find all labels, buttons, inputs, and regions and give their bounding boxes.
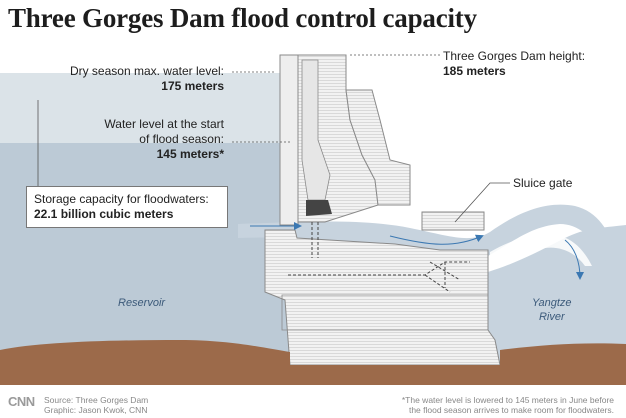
- river-label-1: Yangtze: [532, 297, 572, 309]
- reservoir-label: Reservoir: [118, 297, 166, 309]
- dam-lower-body: [264, 229, 501, 366]
- dam-upper-block: [345, 89, 411, 206]
- source-text: Source: Three Gorges Dam: [44, 395, 149, 405]
- spillway-flow: [238, 204, 618, 263]
- footnote-line-1: *The water level is lowered to 145 meter…: [401, 395, 614, 405]
- reservoir-water: [0, 143, 300, 365]
- dry-season-value: 175 meters: [161, 79, 224, 93]
- sluice-gate-label: Sluice gate: [513, 176, 573, 190]
- storage-value: 22.1 billion cubic meters: [34, 207, 174, 221]
- dam-height-label: Three Gorges Dam height: 185 meters: [443, 49, 585, 79]
- dam-inner-shaft: [301, 59, 331, 201]
- graphic-credit: Graphic: Jason Kwok, CNN: [44, 405, 148, 415]
- flood-start-text-1: Water level at the start: [104, 117, 224, 131]
- footnote-line-2: the flood season arrives to make room fo…: [408, 405, 614, 415]
- dam-height-text: Three Gorges Dam height:: [443, 49, 586, 63]
- footnote: *The water level is lowered to 145 meter…: [402, 395, 614, 415]
- internal-conduits: [288, 222, 470, 293]
- flow-arrows: [250, 222, 584, 280]
- dam-height-value: 185 meters: [443, 64, 506, 78]
- river-label-2: River: [538, 311, 565, 323]
- footer-credits: Source: Three Gorges Dam Graphic: Jason …: [44, 395, 148, 415]
- ground: [0, 340, 626, 385]
- reservoir-upper-water: [0, 73, 300, 143]
- sluice-gate-block: [421, 211, 485, 231]
- dry-season-label: Dry season max. water level: 175 meters: [70, 64, 224, 94]
- flood-start-label: Water level at the start of flood season…: [104, 117, 224, 162]
- river-water: [488, 225, 626, 365]
- spillway-foam: [490, 234, 592, 266]
- intake-gate: [306, 200, 332, 216]
- storage-text: Storage capacity for floodwaters:: [34, 192, 209, 206]
- flood-start-value: 145 meters*: [156, 147, 224, 161]
- leader-lines: [37, 54, 510, 223]
- river-label: Yangtze River: [532, 296, 572, 324]
- dry-season-text: Dry season max. water level:: [69, 64, 224, 78]
- dam-upper-face: [279, 54, 299, 226]
- page-title: Three Gorges Dam flood control capacity: [8, 3, 477, 33]
- dam-base-step: [281, 294, 489, 331]
- cnn-logo: CNN: [8, 394, 35, 409]
- storage-capacity-box: Storage capacity for floodwaters: 22.1 b…: [26, 186, 228, 228]
- flood-start-text-2: of flood season:: [139, 132, 224, 146]
